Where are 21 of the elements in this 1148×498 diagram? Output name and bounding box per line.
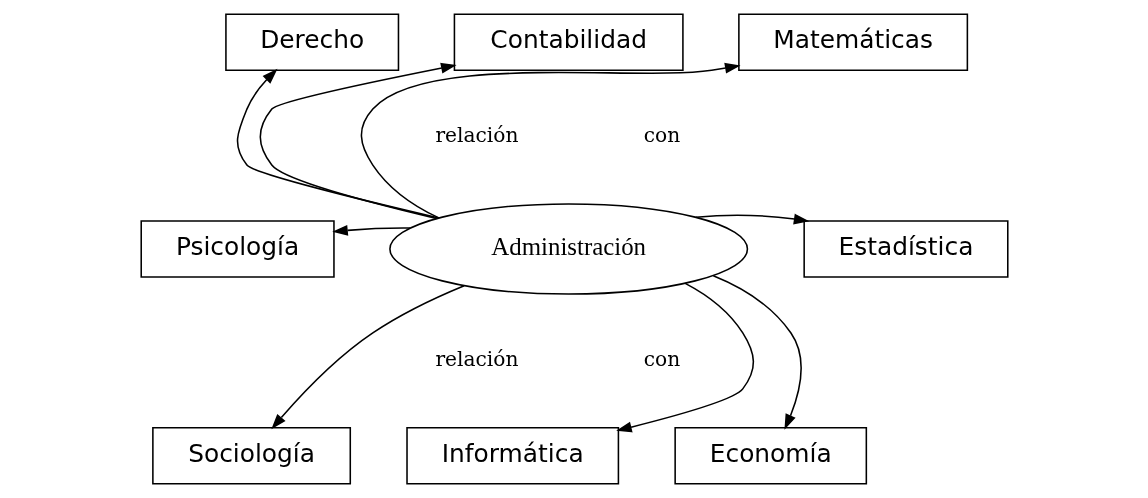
node-box: Psicología: [139, 220, 335, 278]
arrow: [694, 213, 809, 225]
arrow: [331, 224, 411, 236]
node-box: Economía: [673, 426, 867, 485]
label: con: [643, 347, 680, 372]
node-box: Contabilidad: [453, 13, 684, 72]
arrow: [360, 62, 741, 219]
arrow: [615, 282, 754, 433]
node-box: Matemáticas: [737, 13, 968, 72]
node-box: Estadística: [802, 220, 1009, 278]
label: relación: [434, 347, 518, 372]
label: con: [643, 123, 680, 148]
label: relación: [434, 123, 518, 148]
node-box: Sociología: [151, 426, 351, 485]
node-box: Derecho: [224, 13, 399, 72]
arrow: [712, 274, 802, 430]
arrow: [259, 62, 457, 220]
arrow: [270, 285, 465, 430]
node-box: Informática: [405, 426, 619, 485]
node-ellipse: Administración: [388, 203, 748, 295]
arrow: [236, 68, 439, 219]
